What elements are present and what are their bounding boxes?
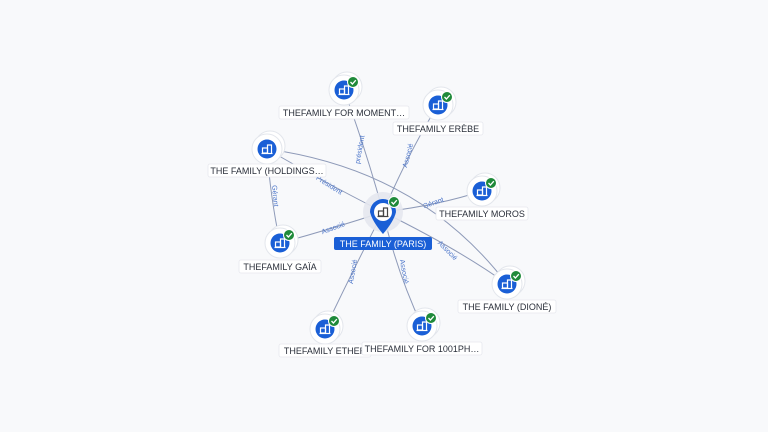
node-label: THEFAMILY MOROS (439, 209, 525, 219)
edge-label: Président (314, 175, 343, 197)
node-n4[interactable]: THEFAMILY MOROS (435, 172, 529, 221)
building-icon (377, 207, 389, 218)
node-n6[interactable]: THE FAMILY (DIONÉ) (457, 265, 557, 314)
center-label: THE FAMILY (PARIS) (340, 239, 427, 249)
check-icon (425, 312, 437, 324)
check-icon (347, 76, 359, 88)
edge-label: Gérant (270, 185, 279, 207)
building-icon (274, 238, 286, 249)
nodes-layer: THEFAMILY FOR MOMENT… THEFAMILY ERÈBE THE … (207, 71, 557, 358)
building-icon (416, 321, 428, 332)
node-label: THEFAMILY FOR 1001PH… (365, 344, 480, 354)
node-label: THE FAMILY (DIONÉ) (463, 302, 552, 312)
building-icon (338, 85, 350, 96)
edge-label: Associé (348, 259, 359, 284)
edge-n3-n6 (266, 148, 508, 285)
check-icon (388, 196, 400, 208)
check-icon (328, 315, 340, 327)
building-icon (319, 324, 331, 335)
node-n2[interactable]: THEFAMILY ERÈBE (392, 86, 484, 136)
node-label: THEFAMILY ERÈBE (397, 124, 479, 134)
check-icon (510, 270, 522, 282)
edge-label: président (355, 135, 367, 165)
node-n8[interactable]: THEFAMILY FOR 1001PH… (361, 307, 483, 356)
building-icon (476, 186, 488, 197)
node-label: THEFAMILY ETHER (284, 346, 367, 356)
node-label: THEFAMILY FOR MOMENT… (283, 108, 405, 118)
check-icon (485, 177, 497, 189)
edge-label: Associé (321, 221, 347, 236)
edge-label: Associé (398, 259, 409, 284)
edge-label: Associé (402, 143, 415, 169)
node-n5[interactable]: THEFAMILY GAÏA (238, 224, 322, 274)
building-icon (261, 144, 273, 155)
building-icon (501, 279, 513, 290)
check-icon (441, 91, 453, 103)
node-n1[interactable]: THEFAMILY FOR MOMENT… (278, 71, 410, 120)
node-n3[interactable]: THE FAMILY (HOLDINGS… (207, 130, 327, 178)
node-label: THEFAMILY GAÏA (243, 262, 316, 272)
building-icon (432, 100, 444, 111)
node-n7[interactable]: THEFAMILY ETHER (278, 310, 372, 358)
check-icon (283, 229, 295, 241)
node-label: THE FAMILY (HOLDINGS… (210, 166, 323, 176)
center-node[interactable]: THE FAMILY (PARIS) (334, 192, 432, 250)
